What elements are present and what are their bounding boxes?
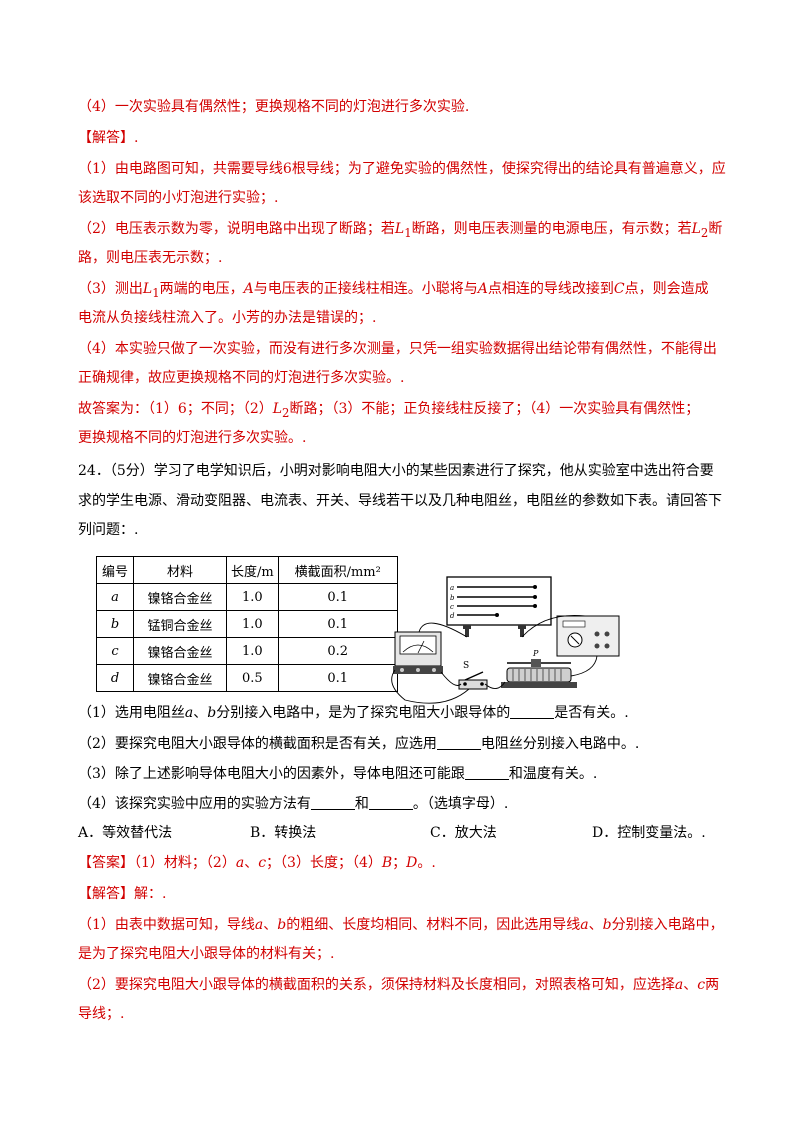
q24-sub1: （1）选用电阻丝a、b分别接入电路中，是为了探究电阻大小跟导体的是否有关。. [78, 704, 629, 721]
prev-final-line1: 故答案为：（1）6；不同；（2）L2断路；（3）不能；正负接线柱反接了；（4）一… [78, 401, 700, 420]
prev-a2-line1: （2）电压表示数为零，说明电路中出现了断路；若L1断路，则电压表测量的电源电压，… [78, 221, 723, 240]
ammeter-icon [393, 631, 443, 674]
prev-a1-line2: 该选取不同的小灯泡进行实验；. [78, 190, 279, 206]
resistance-wire-table: 编号 材料 长度/m 横截面积/mm² a 镍铬合金丝 1.0 0.1 b 锰铜… [96, 556, 398, 692]
q24-stem-line2: 求的学生电源、滑动变阻器、电流表、开关、导线若干以及几种电阻丝，电阻丝的参数如下… [78, 493, 722, 509]
option-a: A．等效替代法 [78, 825, 173, 841]
table-cell: 1.0 [226, 583, 279, 611]
table-cell: 1.0 [226, 637, 279, 665]
table-cell: 镍铬合金丝 [133, 583, 227, 611]
prev-a3-line1: （3）测出L1两端的电压，A与电压表的正接线柱相连。小聪将与A点相连的导线改接到… [78, 281, 709, 300]
table-cell: 1.0 [226, 610, 279, 638]
prev-final-line2: 更换规格不同的灯泡进行多次实验。. [78, 430, 307, 446]
answer-blank[interactable] [464, 765, 509, 780]
prev-a2-line2: 路，则电压表无示数；. [78, 250, 223, 266]
table-row: b 锰铜合金丝 1.0 0.1 [96, 610, 398, 638]
table-header-cell: 横截面积/mm² [277, 556, 398, 584]
answer-blank[interactable] [310, 795, 355, 810]
table-cell: a [96, 583, 134, 611]
switch-label: S [463, 661, 469, 671]
q24-sub3: （3）除了上述影响导体电阻大小的因素外，导体电阻还可能跟和温度有关。. [78, 765, 598, 782]
q24-sub2: （2）要探究电阻大小跟导体的横截面积是否有关，应选用电阻丝分别接入电路中。. [78, 735, 640, 752]
table-cell: d [96, 664, 134, 692]
wire-label-a: a [450, 584, 454, 592]
q24-sub4: （4）该探究实验中应用的实验方法有和。（选填字母）. [78, 795, 509, 812]
wire-label-d: d [450, 612, 455, 620]
prev-item4: （4）一次实验具有偶然性；更换规格不同的灯泡进行多次实验. [78, 99, 470, 115]
prev-a4-line2: 正确规律，故应更换规格不同的灯泡进行多次实验。. [78, 370, 405, 386]
q24-sol2-line1: （2）要探究电阻大小跟导体的横截面积的关系，须保持材料及长度相同，对照表格可知，… [78, 977, 720, 993]
prev-a1-line1: （1）由电路图可知，共需要导线6根导线；为了避免实验的偶然性，使探究得出的结论具… [78, 161, 726, 177]
option-b: B．转换法 [250, 825, 317, 841]
q24-stem-line3: 列问题：. [78, 522, 139, 538]
table-cell: 锰铜合金丝 [133, 610, 227, 638]
slider-label: P [532, 649, 539, 658]
table-cell: 0.1 [277, 610, 398, 638]
prev-a3-line2: 电流从负接线柱流入了。小芳的办法是错误的；. [78, 310, 377, 326]
table-row: c 镍铬合金丝 1.0 0.2 [96, 637, 398, 665]
q24-sol2-line2: 导线；. [78, 1006, 125, 1022]
answer-blank[interactable] [368, 795, 413, 810]
q24-sol1-line2: 是为了探究电阻大小跟导体的材料有关；. [78, 946, 335, 962]
q24-answer: 【答案】（1）材料；（2）a、c；（3）长度；（4）B；D。. [78, 855, 436, 871]
q24-analysis-label: 【解答】解：. [78, 886, 167, 902]
rheostat-icon [501, 659, 577, 688]
prev-analysis-label: 【解答】. [78, 130, 139, 146]
table-cell: 0.2 [277, 637, 398, 665]
option-d: D．控制变量法。. [592, 825, 706, 841]
table-cell: 0.1 [277, 664, 398, 692]
table-cell: 0.1 [277, 583, 398, 611]
wire-label-c: c [450, 603, 454, 611]
experiment-circuit-figure: a b c d S [391, 576, 620, 704]
q24-stem-line1: 24．（5分）学习了电学知识后，小明对影响电阻大小的某些因素进行了探究，他从实验… [78, 463, 714, 479]
table-header-cell: 长度/m [226, 556, 279, 584]
table-row: d 镍铬合金丝 0.5 0.1 [96, 664, 398, 692]
answer-blank[interactable] [436, 735, 481, 750]
clamp-icon [463, 625, 526, 637]
table-cell: b [96, 610, 134, 638]
table-header-cell: 编号 [96, 556, 134, 584]
table-cell: 镍铬合金丝 [133, 637, 227, 665]
wire-label-b: b [450, 594, 455, 602]
table-cell: 0.5 [226, 664, 279, 692]
prev-a4-line1: （4）本实验只做了一次实验，而没有进行多次测量，只凭一组实验数据得出结论带有偶然… [78, 341, 717, 357]
power-supply-icon [556, 615, 620, 657]
table-header-row: 编号 材料 长度/m 横截面积/mm² [96, 556, 398, 584]
table-header-cell: 材料 [133, 556, 227, 584]
q24-sol1-line1: （1）由表中数据可知，导线a、b的粗细、长度均相同、材料不同，因此选用导线a、b… [78, 917, 724, 933]
table-cell: c [96, 637, 134, 665]
switch-icon [458, 671, 488, 690]
option-c: C．放大法 [430, 825, 497, 841]
table-row: a 镍铬合金丝 1.0 0.1 [96, 583, 398, 611]
answer-blank[interactable] [510, 704, 555, 719]
table-cell: 镍铬合金丝 [133, 664, 227, 692]
